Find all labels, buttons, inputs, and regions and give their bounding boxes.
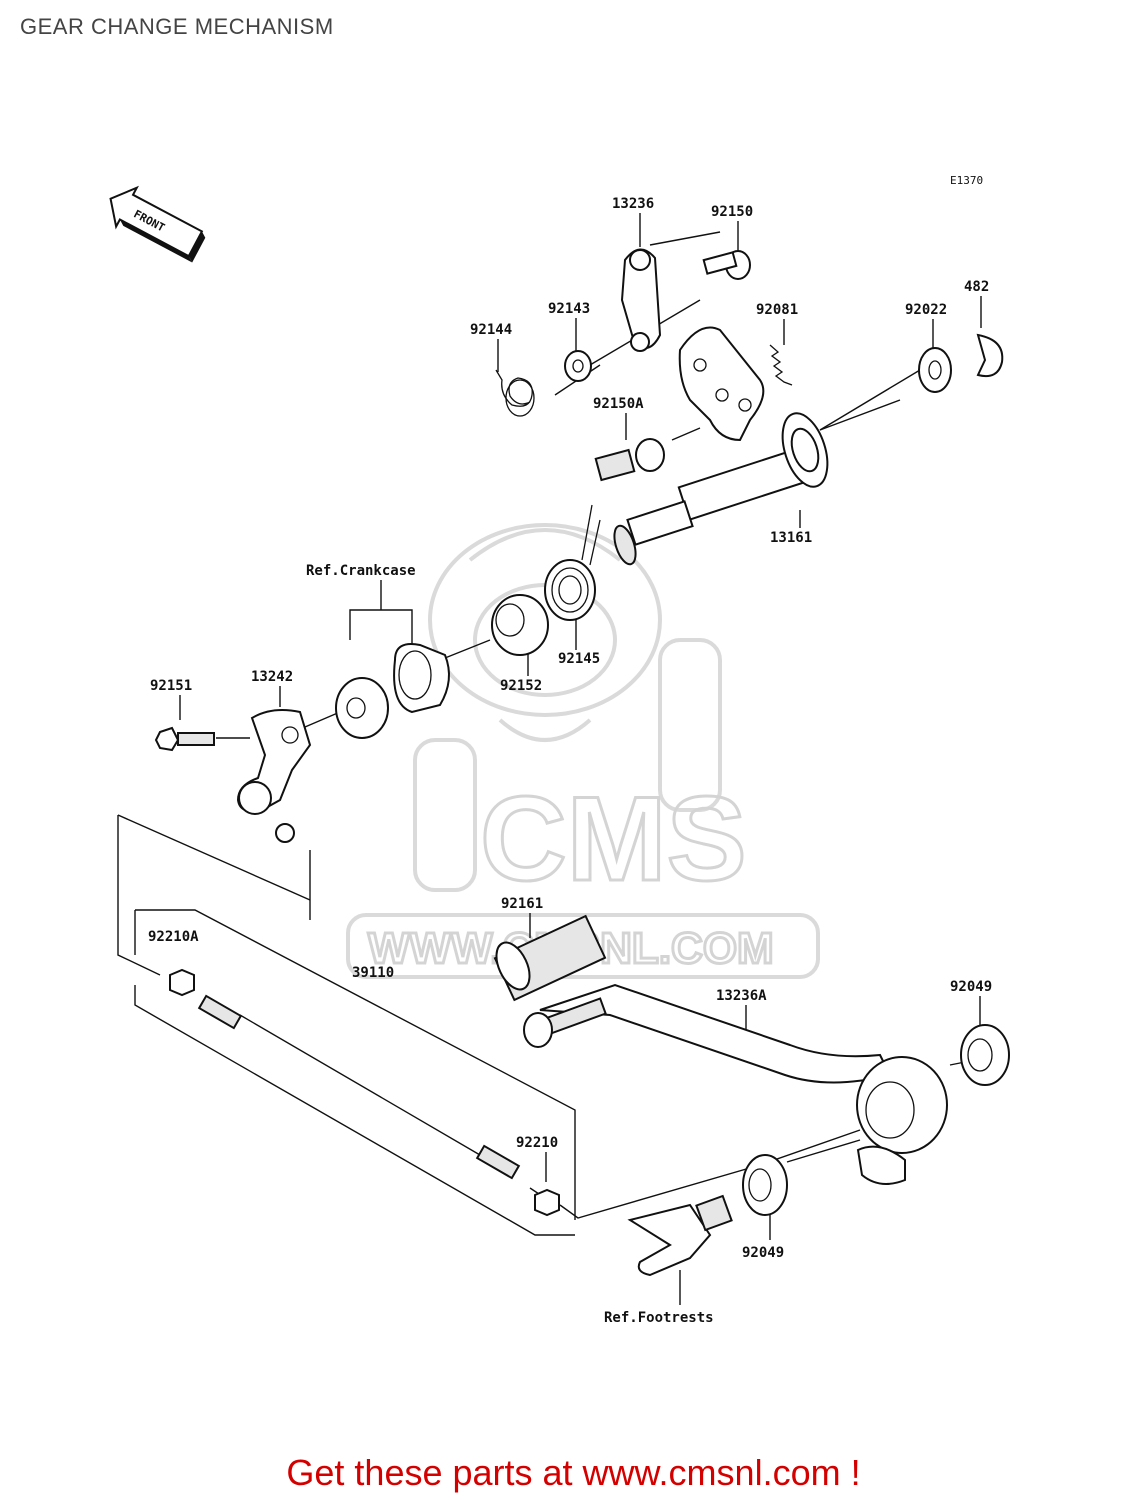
part-labels: 13236 92150 482 92143 92081 92022 92144 … [148,196,992,1326]
part-92210-nut [534,1188,560,1217]
part-shift-drum-plate [678,326,765,442]
part-crankcase-bearing [393,643,450,714]
label-13161: 13161 [770,530,812,546]
label-92161: 92161 [501,896,543,912]
label-13236: 13236 [612,196,654,212]
part-92150-bolt [702,250,751,280]
part-92144-spring [495,369,535,417]
label-92143: 92143 [548,301,590,317]
part-92049-lower-seal [742,1154,788,1216]
label-13236A: 13236A [716,988,767,1004]
part-13236A-pedal [523,983,948,1185]
label-92049-lower: 92049 [742,1245,784,1261]
label-92022: 92022 [905,302,947,318]
part-92081-spring [769,344,793,386]
label-ref-footrests: Ref.Footrests [604,1310,714,1326]
label-13242: 13242 [251,669,293,685]
part-92022-washer [918,347,952,393]
part-92151-bolt [154,726,215,752]
label-92144: 92144 [470,322,512,338]
part-92152-bushing [491,594,549,656]
part-crankcase-seal [335,677,389,739]
page-title: GEAR CHANGE MECHANISM [20,14,334,39]
label-482: 482 [964,279,989,295]
label-39110: 39110 [352,965,394,981]
part-39110-rod [197,994,521,1180]
label-92150A: 92150A [593,396,644,412]
part-482-circlip [976,333,1004,378]
part-92150A-bolt [594,438,665,482]
label-92049-upper: 92049 [950,979,992,995]
label-92152: 92152 [500,678,542,694]
label-92151: 92151 [150,678,192,694]
part-13161-shaft [613,399,901,566]
part-92210A-nut [169,968,195,997]
promo-link[interactable]: Get these parts at www.cmsnl.com ! [286,1452,861,1493]
label-92150: 92150 [711,204,753,220]
label-92081: 92081 [756,302,798,318]
label-92145: 92145 [558,651,600,667]
label-ref-crankcase: Ref.Crankcase [306,563,416,579]
part-92161-rubber [493,914,607,1002]
part-footrest-clevis [627,1194,733,1277]
watermark-brand: CMS [480,772,747,906]
part-13236-arm [620,248,662,352]
part-13242-arm [236,709,312,843]
part-92049-upper-seal [960,1024,1010,1086]
part-92143-collar [564,350,592,382]
front-arrow-icon: FRONT [109,185,206,263]
diagram-code: E1370 [950,174,983,187]
part-92145-spring [544,504,601,621]
label-92210: 92210 [516,1135,558,1151]
label-92210A: 92210A [148,929,199,945]
